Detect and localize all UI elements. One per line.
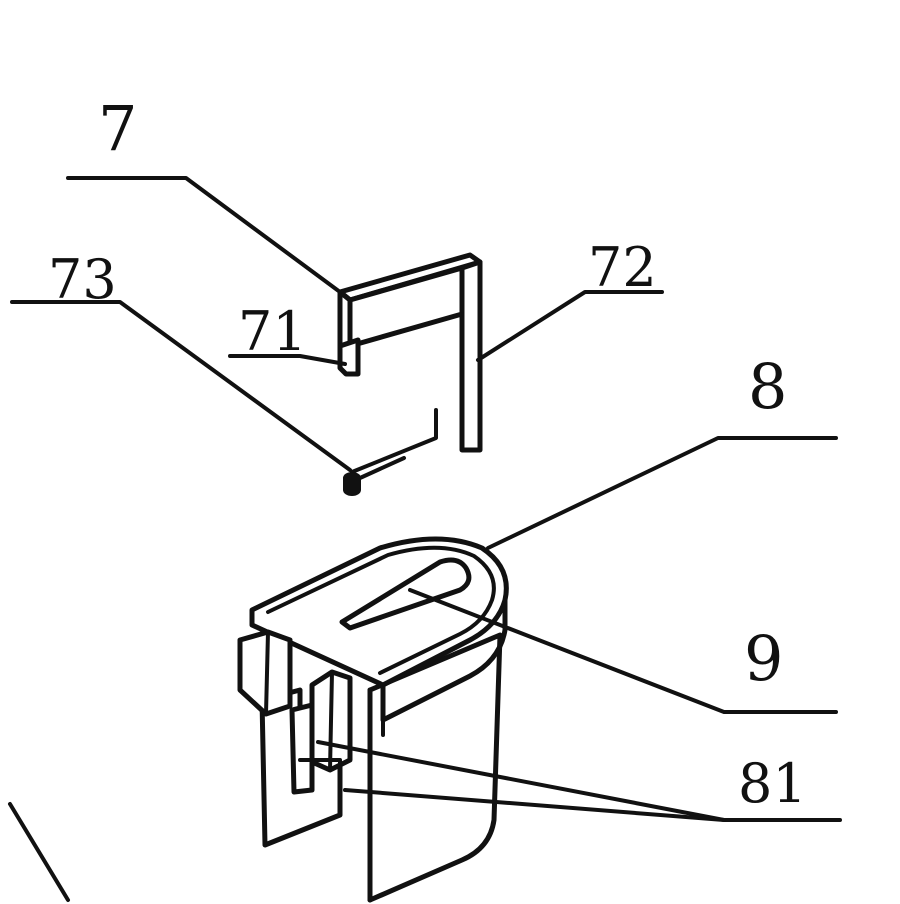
label-7: 7 xyxy=(98,92,137,165)
leader-9 xyxy=(408,588,838,714)
partial-part-line xyxy=(8,802,70,902)
label-81: 81 xyxy=(738,752,807,815)
leader-8 xyxy=(486,436,838,550)
label-9: 9 xyxy=(744,622,783,695)
part-8-housing xyxy=(237,536,509,903)
leader-72 xyxy=(476,290,664,362)
reference-labels: 7 73 71 72 8 9 81 xyxy=(48,92,807,815)
label-8: 8 xyxy=(748,350,787,423)
label-71: 71 xyxy=(238,300,307,363)
label-72: 72 xyxy=(588,236,657,299)
leader-lines xyxy=(10,176,842,822)
leader-73 xyxy=(10,300,352,472)
part-73-pin xyxy=(343,408,438,496)
leader-7 xyxy=(66,176,342,294)
leader-81-b xyxy=(343,788,726,822)
label-73: 73 xyxy=(48,248,117,311)
part-7-clip xyxy=(337,252,483,453)
leader-71 xyxy=(228,354,347,366)
